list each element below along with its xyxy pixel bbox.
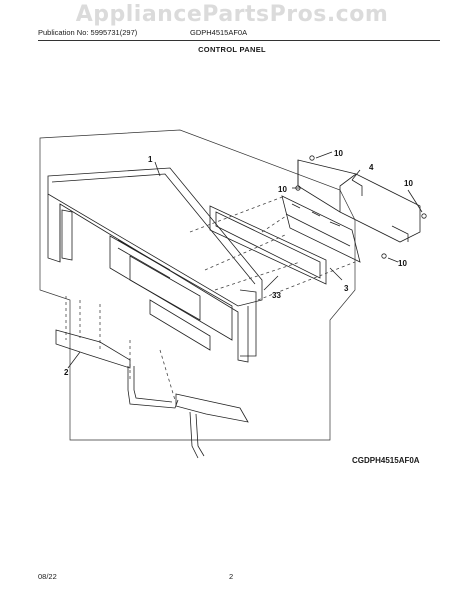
screw-top [309,155,315,161]
control-board-part [281,195,361,263]
callout-3: 3 [344,284,349,293]
screw-right [421,213,427,219]
callout-10-top: 10 [334,149,343,158]
diagram-code: CGDPH4515AF0A [352,456,420,465]
publication-number: Publication No: 5995731(297) [38,28,138,37]
callout-10-bottom: 10 [398,259,407,268]
section-title: CONTROL PANEL [198,45,266,54]
assembly-outline [39,129,356,441]
header-model-number: GDPH4515AF0A [190,28,248,37]
page-number: 2 [229,572,234,581]
screw-bottom [381,253,387,259]
wire-harness-part [55,329,249,459]
callout-10-left: 10 [278,185,287,194]
callout-10-right: 10 [404,179,413,188]
header-rule [38,40,440,41]
control-panel-console [47,167,263,363]
callout-4: 4 [369,163,374,172]
footer-date: 08/22 [38,572,57,581]
callout-1: 1 [148,155,153,164]
callout-33: 33 [272,291,281,300]
callout-2: 2 [64,368,69,377]
housing-part [297,159,421,243]
gasket-part [209,205,327,285]
